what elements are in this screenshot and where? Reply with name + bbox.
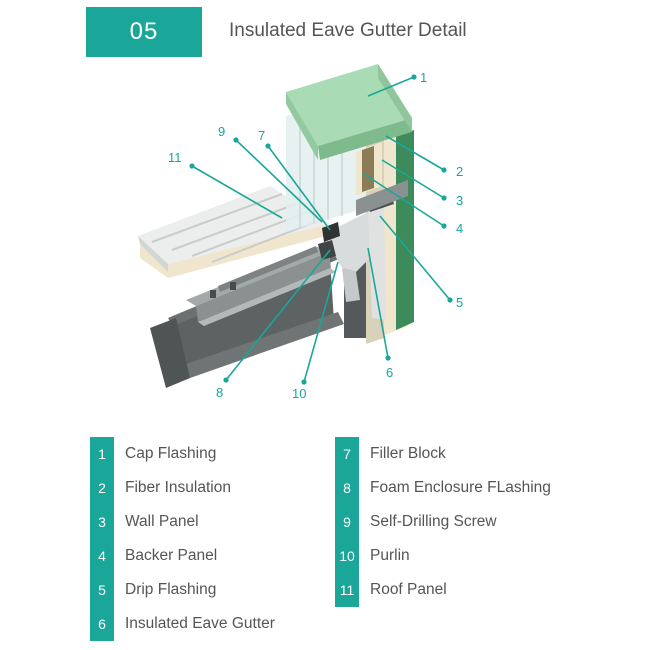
leader-dot-3 xyxy=(441,195,447,201)
cap-flashing xyxy=(286,64,412,160)
filler-block xyxy=(322,222,340,242)
self-drilling-screw-marker xyxy=(210,282,236,298)
leader-dots xyxy=(189,74,453,385)
leader-9 xyxy=(235,139,323,223)
legend-number: 8 xyxy=(335,471,359,505)
legend-item: 6 Insulated Eave Gutter xyxy=(90,607,275,641)
legend-column-right: 7 Filler Block 8 Foam Enclosure FLashing… xyxy=(335,437,551,607)
legend-label: Purlin xyxy=(370,547,410,564)
legend-number: 6 xyxy=(90,607,114,641)
callout-6: 6 xyxy=(386,365,393,380)
leader-2 xyxy=(385,135,445,171)
leader-dot-8 xyxy=(223,377,229,383)
leader-dot-9 xyxy=(233,137,239,143)
legend-item: 5 Drip Flashing xyxy=(90,573,275,607)
legend-number: 5 xyxy=(90,573,114,607)
legend-number: 1 xyxy=(90,437,114,471)
leader-dot-5 xyxy=(447,297,453,303)
eave-gutter-diagram: 1 2 3 4 5 6 7 8 9 10 11 xyxy=(138,64,463,401)
callout-10: 10 xyxy=(292,386,306,401)
leader-5 xyxy=(379,215,451,301)
legend-label: Backer Panel xyxy=(125,547,218,564)
legend-label: Wall Panel xyxy=(125,513,199,530)
leader-8 xyxy=(225,249,331,381)
leader-dot-6 xyxy=(385,355,391,361)
leader-11 xyxy=(191,165,283,219)
legend-label: Foam Enclosure FLashing xyxy=(370,479,551,496)
legend-number: 10 xyxy=(335,539,359,573)
legend-item: 11 Roof Panel xyxy=(335,573,551,607)
step-number-badge: 05 xyxy=(86,7,202,57)
leader-dot-11 xyxy=(189,163,195,169)
callout-9: 9 xyxy=(218,124,225,139)
leader-7 xyxy=(267,145,331,231)
legend-number: 4 xyxy=(90,539,114,573)
legend-label: Filler Block xyxy=(370,445,446,462)
legend-column-left: 1 Cap Flashing 2 Fiber Insulation 3 Wall… xyxy=(90,437,275,641)
legend-label: Cap Flashing xyxy=(125,445,217,462)
leader-dot-10 xyxy=(301,379,307,385)
legend-number: 2 xyxy=(90,471,114,505)
callout-4: 4 xyxy=(456,221,463,236)
leader-lines xyxy=(191,76,451,383)
wall-panel-face xyxy=(396,130,414,330)
legend-label: Drip Flashing xyxy=(125,581,217,598)
foam-enclosure-flashing xyxy=(318,240,336,260)
legend-number: 11 xyxy=(335,573,359,607)
callout-3: 3 xyxy=(456,193,463,208)
fiber-insulation-dark xyxy=(362,146,374,192)
leader-3 xyxy=(381,159,445,199)
callout-8: 8 xyxy=(216,385,223,400)
legend-label: Self-Drilling Screw xyxy=(370,513,497,530)
legend-number: 7 xyxy=(335,437,359,471)
legend-number: 3 xyxy=(90,505,114,539)
leader-4 xyxy=(363,173,445,227)
legend-item: 3 Wall Panel xyxy=(90,505,275,539)
leader-dot-4 xyxy=(441,223,447,229)
callout-1: 1 xyxy=(420,70,427,85)
legend-item: 10 Purlin xyxy=(335,539,551,573)
leader-dot-2 xyxy=(441,167,447,173)
leader-dot-7 xyxy=(265,143,271,149)
legend-label: Roof Panel xyxy=(370,581,447,598)
legend-label: Insulated Eave Gutter xyxy=(125,615,275,632)
callout-5: 5 xyxy=(456,295,463,310)
callout-7: 7 xyxy=(258,128,265,143)
legend-item: 4 Backer Panel xyxy=(90,539,275,573)
insulated-eave-gutter xyxy=(328,208,386,320)
leader-1 xyxy=(367,76,415,97)
legend-number: 9 xyxy=(335,505,359,539)
legend-item: 7 Filler Block xyxy=(335,437,551,471)
legend-item: 9 Self-Drilling Screw xyxy=(335,505,551,539)
legend-item: 1 Cap Flashing xyxy=(90,437,275,471)
legend-label: Fiber Insulation xyxy=(125,479,231,496)
callout-2: 2 xyxy=(456,164,463,179)
leader-dot-1 xyxy=(411,74,417,80)
callout-11: 11 xyxy=(168,150,182,165)
leader-6 xyxy=(367,247,389,359)
gutter-bracket xyxy=(356,180,408,216)
legend-item: 2 Fiber Insulation xyxy=(90,471,275,505)
legend-item: 8 Foam Enclosure FLashing xyxy=(335,471,551,505)
page-title: Insulated Eave Gutter Detail xyxy=(229,20,467,41)
leader-10 xyxy=(303,261,339,383)
purlin xyxy=(186,246,336,326)
